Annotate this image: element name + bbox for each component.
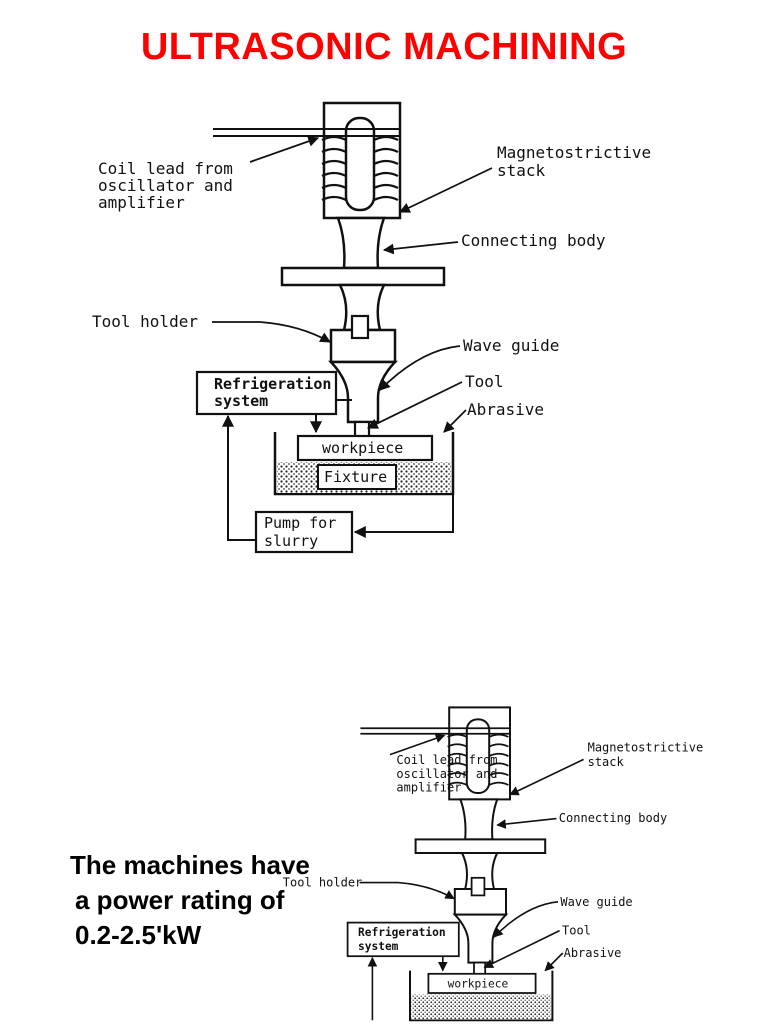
connecting-body-label: Connecting body: [461, 231, 606, 250]
flange: [280, 266, 446, 287]
tool-holder-key: [350, 314, 370, 340]
stack-slot: [344, 116, 376, 212]
magnetostrictive-line-2: stack: [497, 161, 546, 180]
slurry-circuit: [222, 399, 454, 541]
magneto-small-1: Magnetostrictive: [588, 740, 704, 754]
refrigeration-box: [195, 370, 338, 416]
page-title: ULTRASONIC MACHINING: [140, 26, 628, 68]
secondary-diagram: Coil lead from oscillator and amplifier …: [283, 706, 711, 1022]
coil-lead-label: Coil lead from oscillator and amplifier: [98, 159, 243, 212]
slurry-tank: [273, 432, 455, 496]
svg-text:Coil lead from oscillato: Coil lead from oscillator and amplifier: [396, 753, 504, 794]
power-line-2: a power rating of: [75, 885, 285, 915]
abrasive-small: Abrasive: [564, 946, 622, 960]
refrigeration-small-2: system: [358, 940, 399, 953]
connecting-body-small: Connecting body: [559, 811, 667, 825]
pump-line-1: Pump for: [264, 514, 336, 532]
abrasive-label: Abrasive: [467, 400, 544, 419]
tool-holder-label: Tool holder: [92, 312, 198, 331]
pump-label: Pump for slurry: [264, 514, 345, 550]
coil-lead-small-2: oscillator and: [396, 767, 497, 781]
wave-guide-label: Wave guide: [463, 336, 559, 355]
coil-lead-line-3: amplifier: [98, 193, 185, 212]
workpiece-small: workpiece: [448, 977, 509, 990]
tool-small: Tool: [562, 924, 591, 938]
wave-guide-small: Wave guide: [560, 895, 632, 909]
coil-lead-line-1: Coil lead from: [98, 159, 233, 178]
power-rating-text: The machines have a power rating of 0.2-…: [70, 848, 370, 953]
power-line-1: The machines have: [70, 850, 310, 880]
magneto-small-2: stack: [588, 755, 625, 769]
leader-lines: [212, 136, 493, 433]
tool-label: Tool: [465, 372, 504, 391]
pump-line-2: slurry: [264, 532, 318, 550]
pump-box: [254, 510, 354, 554]
connecting-body: [336, 216, 386, 270]
refrigeration-line-2: system: [214, 392, 268, 410]
machine-assembly: [195, 101, 493, 554]
coil-leads: [213, 128, 400, 137]
magnetostrictive-stack-label: Magnetostrictive stack: [497, 143, 661, 180]
power-line-3: 0.2-2.5'kW: [75, 920, 202, 950]
magnetostrictive-line-1: Magnetostrictive: [497, 143, 651, 162]
tool-holder-small: Tool holder: [283, 876, 362, 890]
refrigeration-line-1: Refrigeration: [214, 375, 331, 393]
svg-text:Magnetostrictive stack: Magnetostrictive stack: [588, 740, 711, 768]
wave-guide-body: [328, 360, 398, 424]
fixture-block: [317, 464, 397, 490]
fixture-label: Fixture: [324, 468, 387, 486]
workpiece-label: workpiece: [322, 439, 403, 457]
refrigeration-small-1: Refrigeration: [358, 926, 446, 939]
coil-lead-line-2: oscillator and: [98, 176, 233, 195]
coil-lead-small-1: Coil lead from: [396, 753, 497, 767]
workpiece-block: [296, 434, 434, 462]
coil-lead-small-3: amplifier: [396, 780, 461, 794]
refrigeration-label: Refrigeration system: [214, 375, 340, 410]
svg-text:Refrigeration system: Refrigeration system: [358, 926, 452, 953]
